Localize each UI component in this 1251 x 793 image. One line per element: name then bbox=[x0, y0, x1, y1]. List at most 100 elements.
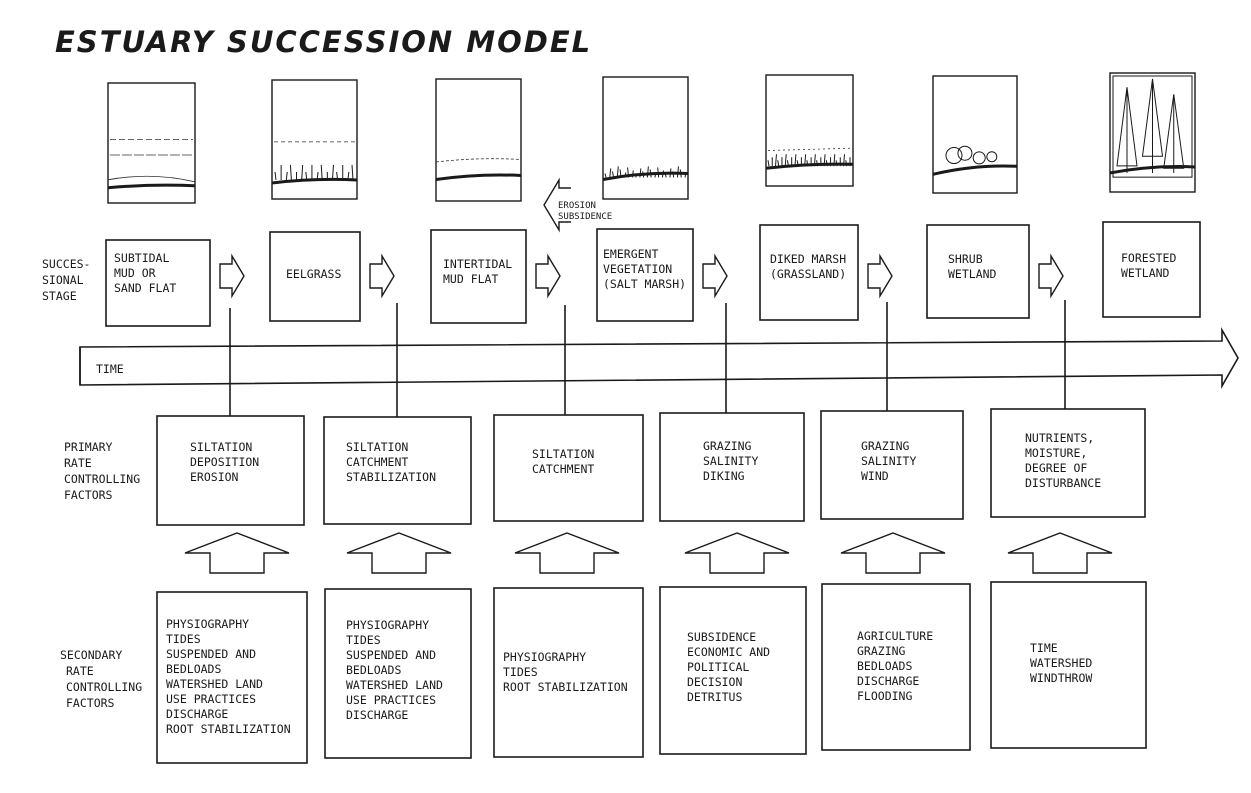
text-line: SUSPENDED AND bbox=[346, 648, 436, 662]
text-line: WATERSHED LAND bbox=[166, 677, 263, 691]
stage-box: DIKED MARSH(GRASSLAND) bbox=[759, 224, 859, 321]
text-line: WIND bbox=[861, 469, 889, 483]
up-arrow bbox=[684, 532, 790, 574]
stage-transition-arrow bbox=[219, 253, 245, 299]
text-line: PHYSIOGRAPHY bbox=[166, 617, 249, 631]
text-line: GRAZING bbox=[861, 439, 910, 453]
text-line: MUD FLAT bbox=[443, 272, 498, 286]
text-line: CATCHMENT bbox=[532, 462, 594, 476]
time-label: TIME bbox=[96, 362, 124, 376]
erosion-note-line: EROSION bbox=[558, 201, 596, 211]
text-line: (SALT MARSH) bbox=[603, 277, 686, 291]
row-label-line: FACTORS bbox=[66, 696, 115, 710]
row-label-line: CONTROLLING bbox=[64, 472, 140, 486]
up-arrow bbox=[1007, 532, 1113, 574]
text-line: SUBSIDENCE bbox=[687, 630, 756, 644]
text-line: SILTATION bbox=[532, 447, 594, 461]
salt-marsh-illustration bbox=[602, 76, 689, 200]
text-line: MOISTURE, bbox=[1025, 446, 1087, 460]
text-line: WETLAND bbox=[948, 267, 997, 281]
text-line: (GRASSLAND) bbox=[770, 267, 846, 281]
text-line: MUD OR bbox=[114, 266, 156, 280]
shrub-wetland-illustration bbox=[932, 75, 1018, 194]
text-line: DIKED MARSH bbox=[770, 252, 846, 266]
text-line: SALINITY bbox=[861, 454, 916, 468]
subtidal-flat-illustration bbox=[107, 82, 196, 204]
row-label-line: SIONAL bbox=[42, 273, 84, 287]
text-line: DEPOSITION bbox=[190, 455, 259, 469]
text-line: SAND FLAT bbox=[114, 281, 176, 295]
text-line: DEGREE OF bbox=[1025, 461, 1087, 475]
text-line: TIDES bbox=[346, 633, 381, 647]
text-line: NUTRIENTS, bbox=[1025, 431, 1094, 445]
up-arrow bbox=[346, 532, 452, 574]
row-label-line: SUCCES- bbox=[42, 257, 90, 271]
text-line: BEDLOADS bbox=[857, 659, 912, 673]
text-line: TIDES bbox=[503, 665, 538, 679]
text-line: EMERGENT bbox=[603, 247, 658, 261]
stage-box: EELGRASS bbox=[269, 231, 361, 322]
diked-marsh-illustration bbox=[765, 74, 854, 187]
text-line: SUBTIDAL bbox=[114, 251, 169, 265]
text-line: STABILIZATION bbox=[346, 470, 436, 484]
row-label-line: RATE bbox=[66, 664, 94, 678]
stage-transition-arrow bbox=[1038, 253, 1064, 299]
text-line: BEDLOADS bbox=[346, 663, 401, 677]
time-arrow: TIME bbox=[79, 326, 1239, 390]
text-line: ROOT STABILIZATION bbox=[503, 680, 628, 694]
text-line: AGRICULTURE bbox=[857, 629, 933, 643]
text-line: WETLAND bbox=[1121, 266, 1170, 280]
text-line: EELGRASS bbox=[286, 267, 341, 281]
forested-wetland-illustration bbox=[1109, 72, 1196, 193]
erosion-note-line: SUBSIDENCE bbox=[558, 212, 612, 222]
text-line: TIDES bbox=[166, 632, 201, 646]
text-line: GRAZING bbox=[857, 644, 906, 658]
text-line: INTERTIDAL bbox=[443, 257, 512, 271]
text-line: SHRUB bbox=[948, 252, 983, 266]
intertidal-mudflat-illustration bbox=[435, 78, 522, 202]
row-label-line: PRIMARY bbox=[64, 440, 113, 454]
text-line: SUSPENDED AND bbox=[166, 647, 256, 661]
text-line: CATCHMENT bbox=[346, 455, 408, 469]
text-line: EROSION bbox=[190, 470, 239, 484]
text-line: DISCHARGE bbox=[857, 674, 919, 688]
text-line: SILTATION bbox=[346, 440, 408, 454]
successional-stage-label: SUCCES- SIONAL STAGE bbox=[42, 257, 90, 303]
up-arrow bbox=[840, 532, 946, 574]
secondary-factors-label: SECONDARY RATE CONTROLLING FACTORS bbox=[60, 648, 142, 710]
text-line: FORESTED bbox=[1121, 251, 1176, 265]
row-label-line: RATE bbox=[64, 456, 92, 470]
text-line: WATERSHED LAND bbox=[346, 678, 443, 692]
text-line: DISCHARGE bbox=[346, 708, 408, 722]
stage-transition-arrow bbox=[535, 253, 561, 299]
text-line: FLOODING bbox=[857, 689, 912, 703]
erosion-subsidence-arrow: EROSION SUBSIDENCE bbox=[543, 177, 612, 233]
text-line: PHYSIOGRAPHY bbox=[346, 618, 429, 632]
text-line: PHYSIOGRAPHY bbox=[503, 650, 586, 664]
text-line: DETRITUS bbox=[687, 690, 742, 704]
diagram-title: ESTUARY SUCCESSION MODEL bbox=[55, 25, 592, 59]
row-label-line: CONTROLLING bbox=[66, 680, 142, 694]
text-line: DISTURBANCE bbox=[1025, 476, 1101, 490]
text-line: SILTATION bbox=[190, 440, 252, 454]
stage-transition-arrow bbox=[867, 253, 893, 299]
text-line: WATERSHED bbox=[1030, 656, 1092, 670]
row-label-line: FACTORS bbox=[64, 488, 113, 502]
secondary-factor-box: AGRICULTUREGRAZINGBEDLOADSDISCHARGEFLOOD… bbox=[821, 583, 971, 751]
up-arrow bbox=[514, 532, 620, 574]
